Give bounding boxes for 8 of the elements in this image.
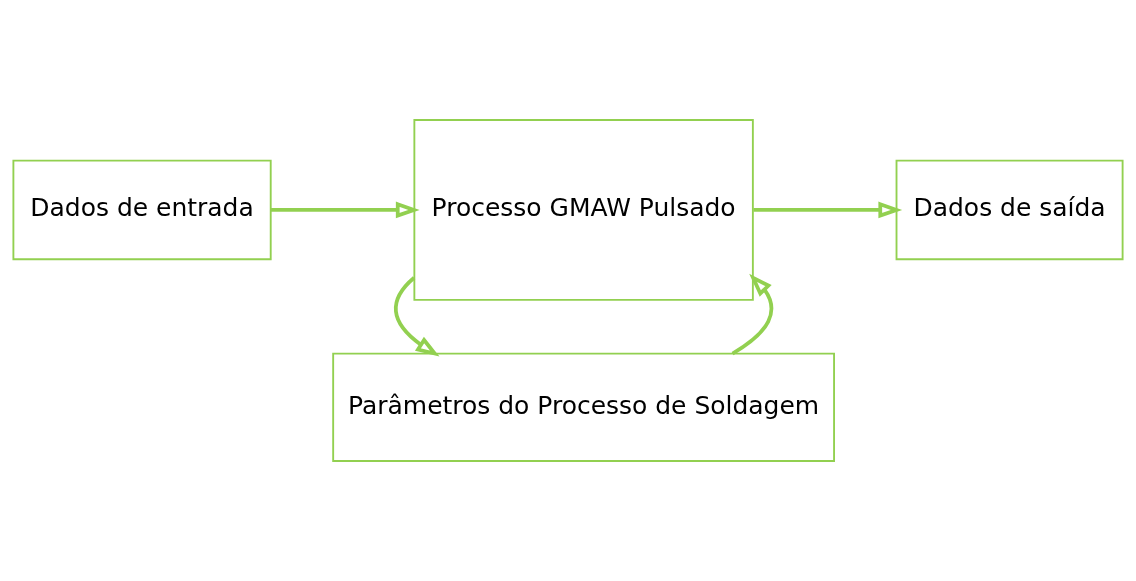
node-box: Dados de entrada [12, 159, 272, 261]
node-box: Parâmetros do Processo de Soldagem [332, 352, 835, 462]
arrow [753, 201, 903, 219]
arrow [394, 276, 440, 357]
arrow [731, 273, 774, 356]
node-box: Dados de saída [895, 159, 1124, 261]
arrow [270, 201, 420, 219]
node-box: Processo GMAW Pulsado [413, 119, 754, 301]
